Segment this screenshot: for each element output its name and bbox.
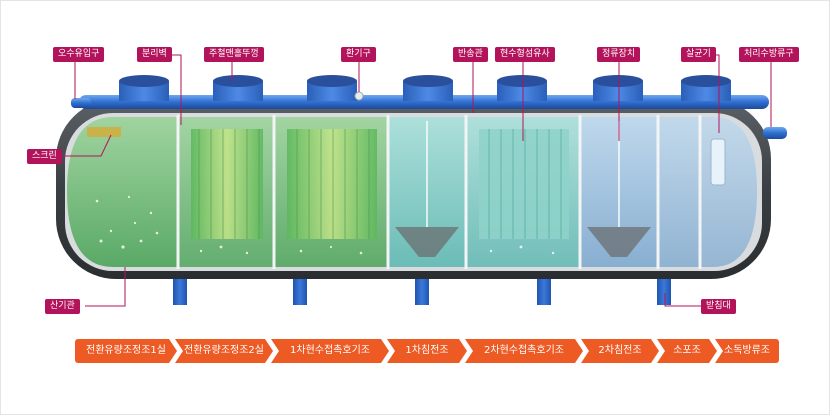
stage-settling-1: 1차침전조 xyxy=(387,339,467,363)
partitions xyxy=(176,115,702,269)
screen-unit xyxy=(87,127,121,137)
inlet-pipe xyxy=(71,98,91,108)
label-return-pipe: 반송관 xyxy=(453,47,488,62)
aeration-bubbles xyxy=(95,195,555,255)
stage-disinfection: 소독방류조 xyxy=(715,339,779,363)
vent-cap xyxy=(354,91,364,101)
fiber-media xyxy=(191,129,569,239)
stage-contact-aeration-1: 1차현수접촉호기조 xyxy=(271,339,389,363)
label-outlet: 처리수방류구 xyxy=(739,47,799,62)
stage-defoaming: 소포조 xyxy=(657,339,717,363)
label-flow-device: 정류장치 xyxy=(597,47,641,62)
stage-contact-aeration-2: 2차현수접촉호기조 xyxy=(465,339,583,363)
stage-flow-equalization-1: 전환유량조정조1실 xyxy=(75,339,177,363)
stage-settling-2: 2차침전조 xyxy=(581,339,659,363)
label-sterilizer: 살균기 xyxy=(681,47,716,62)
label-screen: 스크린 xyxy=(27,149,62,164)
label-cover: 주철맨홀뚜껑 xyxy=(204,47,264,62)
label-media: 현수형섬유사 xyxy=(495,47,555,62)
sterilizer-unit xyxy=(710,138,726,186)
label-vent: 환기구 xyxy=(341,47,376,62)
stage-flow-equalization-2: 전환유량조정조2실 xyxy=(175,339,273,363)
label-separator: 분리벽 xyxy=(137,47,172,62)
outlet-pipe xyxy=(763,127,787,139)
label-inlet: 오수유입구 xyxy=(53,47,105,62)
label-aerator: 산기관 xyxy=(45,299,80,314)
label-support: 받침대 xyxy=(701,299,736,314)
